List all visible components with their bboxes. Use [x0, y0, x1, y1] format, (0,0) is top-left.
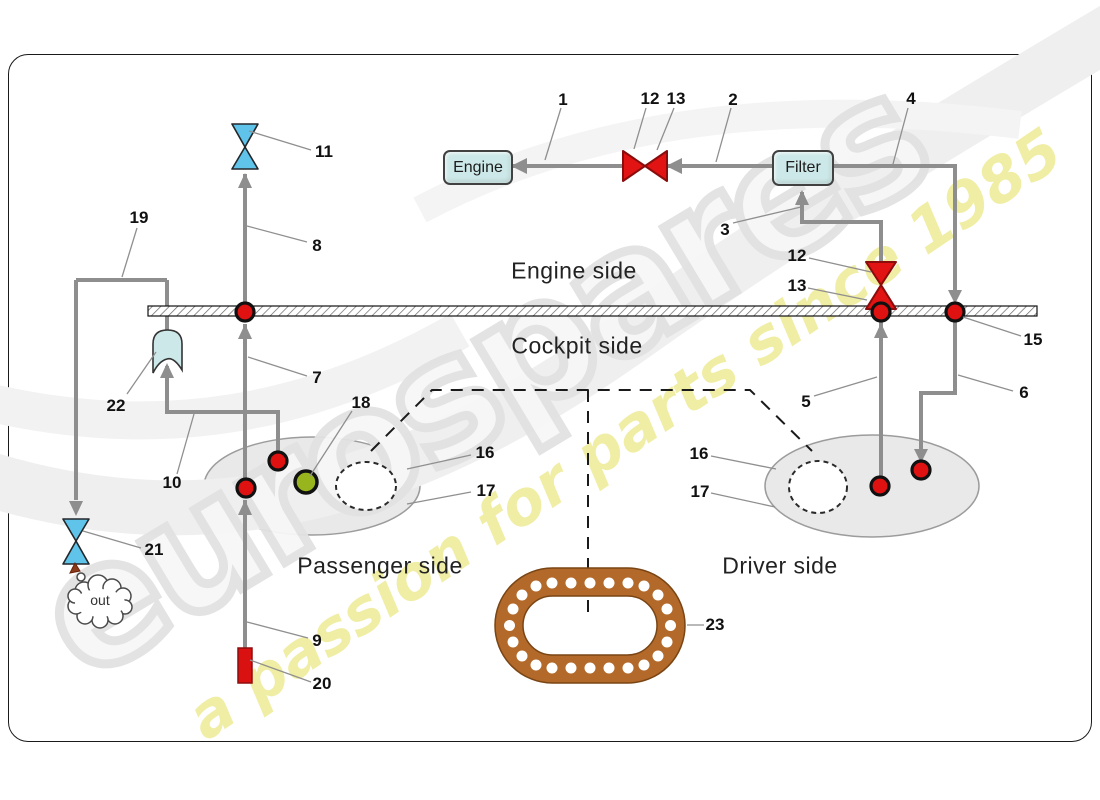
out-label: out [90, 592, 110, 608]
passenger-port-b [235, 477, 257, 499]
canister-22 [152, 329, 183, 374]
driver-hole-16-17 [788, 460, 848, 514]
out-arrow-icon [69, 561, 81, 574]
passenger-port-a [267, 450, 289, 472]
firewall-grommet-right [870, 301, 892, 323]
valve-11 [231, 123, 259, 170]
callout-1: 1 [558, 90, 568, 109]
callout-13-right: 13 [787, 276, 807, 295]
passenger-side-label: Passenger side [297, 552, 463, 579]
fuel-lines [74, 164, 957, 648]
callout-12-top: 12 [640, 89, 660, 108]
callout-16-driver: 16 [689, 444, 709, 463]
firewall-bulkhead [147, 305, 1038, 317]
filter-box: Filter [772, 150, 834, 186]
callout-12-right: 12 [787, 246, 807, 265]
callout-16-passenger: 16 [475, 443, 495, 462]
flow-arrows [69, 158, 962, 516]
engine-side-label: Engine side [511, 257, 637, 284]
driver-port-6 [910, 459, 932, 481]
callout-2: 2 [728, 90, 738, 109]
callout-17-passenger: 17 [476, 481, 496, 500]
callout-11: 11 [315, 142, 333, 161]
gasket-23 [494, 567, 686, 684]
sensor-18 [293, 469, 319, 495]
callout-15: 15 [1023, 330, 1043, 349]
engine-box: Engine [443, 150, 513, 185]
callout-3: 3 [720, 220, 730, 239]
callout-20: 20 [312, 674, 332, 693]
callout-19: 19 [129, 208, 149, 227]
valve-12-13-top [622, 150, 668, 182]
callout-23: 23 [705, 615, 725, 634]
sensor-20 [237, 647, 253, 684]
firewall-grommet-left [234, 301, 256, 323]
callout-4: 4 [906, 89, 916, 108]
callout-21: 21 [144, 540, 164, 559]
callout-5: 5 [801, 392, 811, 411]
callout-10: 10 [162, 473, 182, 492]
callout-13-top: 13 [666, 89, 686, 108]
firewall-grommet-15 [944, 301, 966, 323]
callout-7: 7 [312, 368, 322, 387]
callout-8: 8 [312, 236, 322, 255]
valve-21 [62, 518, 90, 565]
leader-lines [82, 107, 1022, 683]
driver-port-5 [869, 475, 891, 497]
passenger-hole-16-17 [335, 461, 397, 511]
out-cloud [67, 561, 133, 629]
callout-22: 22 [106, 396, 126, 415]
callout-18: 18 [351, 393, 371, 412]
callout-9: 9 [312, 631, 322, 650]
driver-side-label: Driver side [722, 552, 838, 579]
callout-17-driver: 17 [690, 482, 710, 501]
cockpit-side-label: Cockpit side [511, 332, 643, 359]
callout-6: 6 [1019, 383, 1029, 402]
grommets [234, 301, 966, 499]
